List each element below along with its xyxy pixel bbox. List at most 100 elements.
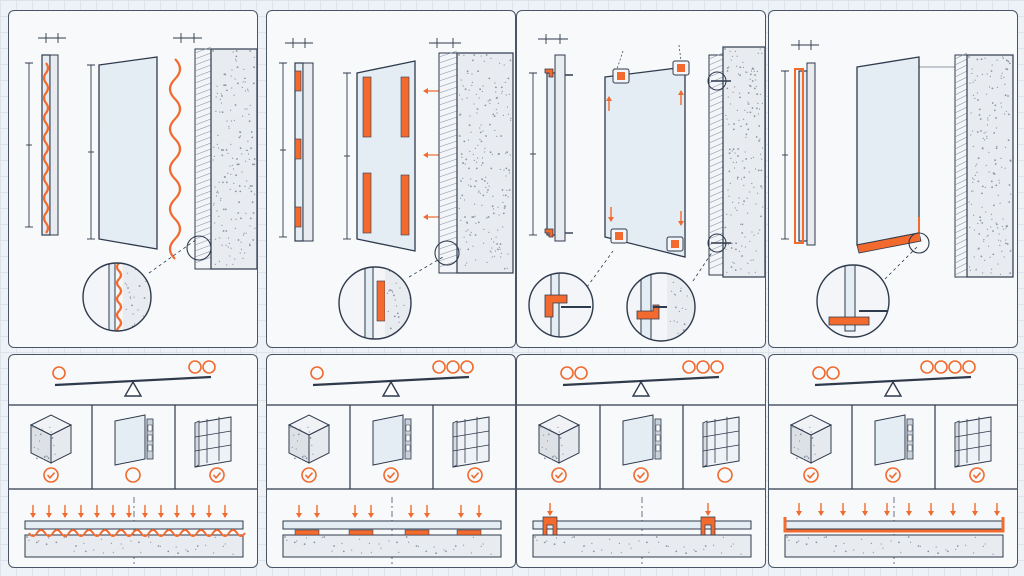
check-circle-icon: [551, 467, 567, 483]
method-2-section-panel-svg: [279, 38, 514, 340]
mirror-panel-icon: [372, 414, 404, 466]
mirror-panel: [856, 56, 920, 246]
wall-concrete: [456, 52, 514, 274]
check-circle-icon: [383, 467, 399, 483]
check-circle-icon: [301, 467, 317, 483]
method-1-section-panel: [8, 10, 258, 348]
weight-right: [696, 360, 710, 374]
detail-marker: [434, 240, 460, 266]
adhesive-pad: [348, 529, 374, 536]
method-2-comparison-panel-svg: [267, 360, 515, 565]
wall-concrete: [210, 48, 257, 270]
mirror-panel-icon: [622, 414, 654, 466]
method-3-comparison-panel-svg: [517, 360, 765, 565]
weight-right: [682, 360, 696, 374]
tile-wall-icon: [954, 416, 992, 468]
method-3-section-panel: [516, 10, 766, 348]
check-circle-icon: [209, 467, 225, 483]
substrate-edge-view: [554, 54, 566, 242]
check-circle-icon: [43, 467, 59, 483]
tile-wall-icon: [194, 416, 232, 468]
weight-right: [710, 360, 724, 374]
callout-line: [692, 250, 714, 282]
adhesive-wave: [28, 529, 246, 537]
substrate-section: [24, 534, 244, 558]
weight-left: [812, 366, 826, 380]
adhesive-pad: [294, 529, 320, 536]
method-1-comparison-panel-svg: [9, 360, 257, 565]
method-4-section-panel-svg: [781, 40, 1014, 338]
method-1-section-panel-svg: [25, 33, 257, 332]
check-circle-icon: [467, 467, 483, 483]
substrate-section: [282, 534, 502, 558]
substrate-edge-view: [49, 54, 59, 236]
adhesive-pad-edge: [294, 138, 302, 160]
substrate-section: [532, 534, 752, 558]
weight-right: [962, 360, 976, 374]
adhesive-pad: [362, 76, 372, 138]
detail-magnifier: [529, 273, 593, 337]
balance-fulcrum: [381, 380, 401, 397]
mirror-section: [24, 520, 244, 530]
adhesive-pad: [400, 174, 410, 236]
weight-left: [310, 366, 324, 380]
substrate-edge-view: [806, 62, 816, 246]
channel-profile: [794, 68, 804, 244]
balance-fulcrum: [631, 380, 651, 397]
mirror-section: [282, 520, 502, 530]
check-circle-icon: [969, 467, 985, 483]
weight-right: [920, 360, 934, 374]
substrate-section: [784, 534, 1004, 558]
weight-left: [826, 366, 840, 380]
mirror-section: [784, 520, 1004, 530]
adhesive-pad-edge: [294, 70, 302, 92]
detail-marker: [908, 232, 930, 254]
mirror-panel-icon: [874, 414, 906, 466]
balance-fulcrum: [883, 380, 903, 397]
balance-fulcrum: [123, 380, 143, 397]
clip-bracket: [544, 68, 554, 78]
tile-wall-icon: [452, 416, 490, 468]
method-3-comparison-panel: [516, 354, 766, 568]
check-circle-icon: [633, 467, 649, 483]
weight-right: [948, 360, 962, 374]
tile-wall-icon: [702, 416, 740, 468]
method-2-section-panel: [266, 10, 516, 348]
weight-right: [188, 360, 202, 374]
weight-right: [202, 360, 216, 374]
check-circle-icon: [803, 467, 819, 483]
detail-marker: [186, 235, 212, 261]
method-4-comparison-panel-svg: [769, 360, 1017, 565]
clip-bracket: [544, 228, 554, 238]
weight-right: [460, 360, 474, 374]
method-1-comparison-panel: [8, 354, 258, 568]
weight-left: [574, 366, 588, 380]
channel-profile: [783, 517, 1005, 533]
weight-left: [52, 366, 66, 380]
mirror-panel: [98, 56, 158, 250]
mirror-panel: [356, 60, 416, 252]
weight-right: [934, 360, 948, 374]
adhesive-pad: [404, 529, 430, 536]
check-circle-icon: [885, 467, 901, 483]
empty-circle-icon: [717, 467, 733, 483]
wall-concrete: [722, 46, 765, 278]
mirror-panel: [604, 66, 686, 258]
weight-right: [446, 360, 460, 374]
adhesive-pad-edge: [294, 206, 302, 228]
bottom-channel: [856, 232, 922, 254]
mirror-panel-icon: [114, 414, 146, 466]
method-2-comparison-panel: [266, 354, 516, 568]
adhesive-pad: [456, 529, 482, 536]
callout-line: [884, 246, 918, 280]
adhesive-pad: [362, 172, 372, 234]
adhesive-pad: [400, 76, 410, 138]
clip-bracket: [542, 516, 558, 536]
empty-circle-icon: [125, 467, 141, 483]
adhesive-wave: [42, 62, 50, 234]
callout-line: [586, 250, 614, 288]
method-3-section-panel-svg: [528, 34, 765, 342]
weight-left: [560, 366, 574, 380]
method-4-comparison-panel: [768, 354, 1018, 568]
